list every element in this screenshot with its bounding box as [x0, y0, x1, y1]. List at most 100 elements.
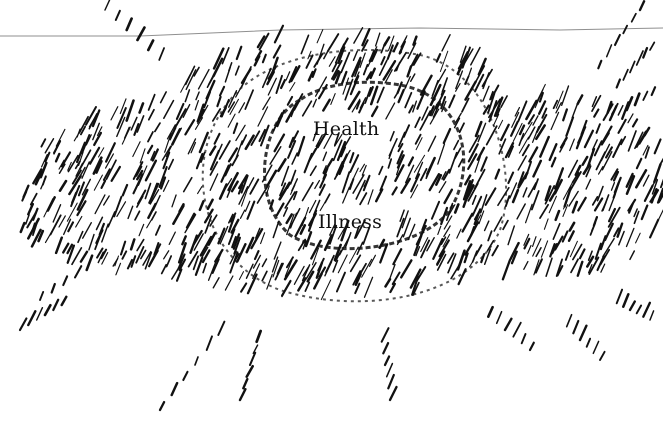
ray-stroke	[105, 0, 110, 10]
hatch-stroke	[286, 72, 290, 80]
hatch-stroke	[303, 183, 313, 201]
hatch-stroke	[301, 35, 308, 53]
hatch-stroke	[540, 205, 548, 218]
hatch-stroke	[229, 63, 232, 71]
hatch-stroke	[196, 92, 199, 100]
hatch-stroke	[583, 157, 588, 165]
hatch-stroke	[195, 101, 198, 110]
hatch-stroke	[439, 182, 446, 193]
hatch-stroke	[390, 132, 394, 141]
hatch-stroke	[401, 260, 411, 277]
hatch-stroke	[513, 190, 518, 202]
hatch-stroke	[273, 221, 279, 237]
ray-stroke	[75, 266, 81, 277]
hatch-stroke	[525, 162, 531, 179]
hatch-stroke	[523, 188, 527, 197]
ray-stroke	[587, 339, 590, 347]
ray-stroke	[45, 305, 50, 315]
hatch-stroke	[546, 258, 552, 276]
ray-stroke	[617, 80, 620, 88]
ray-stroke	[390, 387, 397, 400]
hatch-stroke	[636, 233, 641, 243]
hatch-stroke	[145, 184, 150, 199]
hatch-stroke	[236, 66, 239, 75]
hatch-stroke	[205, 223, 209, 233]
hatch-stroke	[585, 131, 593, 147]
ray-stroke	[650, 311, 654, 320]
hatch-cloud	[20, 0, 663, 410]
ray-stroke	[623, 70, 628, 80]
hatch-stroke	[556, 211, 559, 220]
hatch-stroke	[125, 127, 130, 138]
hatch-stroke	[482, 70, 492, 87]
ray-stroke	[618, 106, 623, 115]
hatch-stroke	[395, 91, 399, 98]
hatch-stroke	[388, 46, 393, 59]
hatch-stroke	[426, 164, 432, 179]
hatch-stroke	[315, 181, 320, 189]
hatch-stroke	[309, 72, 313, 80]
hatch-stroke	[459, 159, 463, 167]
hatch-stroke	[341, 53, 349, 73]
hatch-stroke	[164, 251, 169, 259]
hatch-stroke	[162, 265, 167, 274]
ray-stroke	[28, 311, 35, 325]
hatch-stroke	[381, 43, 385, 53]
hatch-stroke	[303, 101, 312, 116]
hatch-stroke	[633, 119, 637, 126]
hatch-stroke	[173, 206, 183, 224]
hatch-stroke	[218, 144, 222, 152]
hatch-stroke	[440, 51, 447, 71]
ray-stroke	[257, 331, 261, 342]
hatch-stroke	[395, 53, 406, 71]
hatch-stroke	[476, 122, 481, 136]
hatch-stroke	[323, 152, 326, 160]
hatch-stroke	[169, 232, 175, 244]
ray-stroke	[580, 326, 586, 340]
hatch-stroke	[411, 74, 415, 81]
hatch-stroke	[399, 90, 404, 102]
hatch-stroke	[603, 127, 612, 142]
hatch-stroke	[533, 237, 536, 247]
hatch-stroke	[331, 94, 335, 105]
hatch-stroke	[123, 185, 127, 195]
hatch-stroke	[83, 223, 92, 239]
hatch-stroke	[222, 100, 229, 116]
hatch-stroke	[262, 271, 267, 280]
ray-stroke	[40, 292, 43, 300]
hatch-stroke	[104, 196, 110, 205]
hatch-stroke	[156, 226, 160, 235]
hatch-stroke	[619, 120, 626, 133]
ray-stroke	[240, 389, 245, 400]
hatch-stroke	[237, 47, 242, 59]
hatch-stroke	[268, 171, 276, 186]
hatch-stroke	[177, 270, 181, 281]
hatch-stroke	[167, 256, 172, 267]
hatch-stroke	[463, 214, 473, 232]
hatch-stroke	[442, 78, 447, 92]
hatch-stroke	[200, 133, 208, 152]
ray-stroke	[567, 315, 572, 327]
ray-stroke	[513, 323, 521, 337]
hatch-stroke	[274, 46, 281, 58]
hatch-stroke	[56, 238, 62, 253]
hatch-stroke	[364, 65, 368, 75]
hatch-stroke	[114, 197, 121, 217]
hatch-stroke	[89, 235, 94, 250]
hatch-stroke	[305, 282, 309, 291]
hatch-stroke	[442, 35, 450, 51]
hatch-stroke	[185, 90, 189, 102]
hatch-stroke	[28, 204, 33, 214]
hatch-stroke	[172, 195, 176, 207]
hatch-stroke	[21, 223, 25, 232]
hatch-stroke	[501, 125, 509, 140]
hatch-stroke	[201, 237, 211, 255]
hatch-stroke	[325, 194, 330, 202]
ray-stroke	[497, 312, 502, 324]
hatch-stroke	[615, 178, 621, 193]
hatch-stroke	[469, 228, 474, 240]
hatch-stroke	[613, 140, 622, 158]
hatch-stroke	[485, 221, 489, 230]
hatch-stroke	[90, 148, 99, 164]
